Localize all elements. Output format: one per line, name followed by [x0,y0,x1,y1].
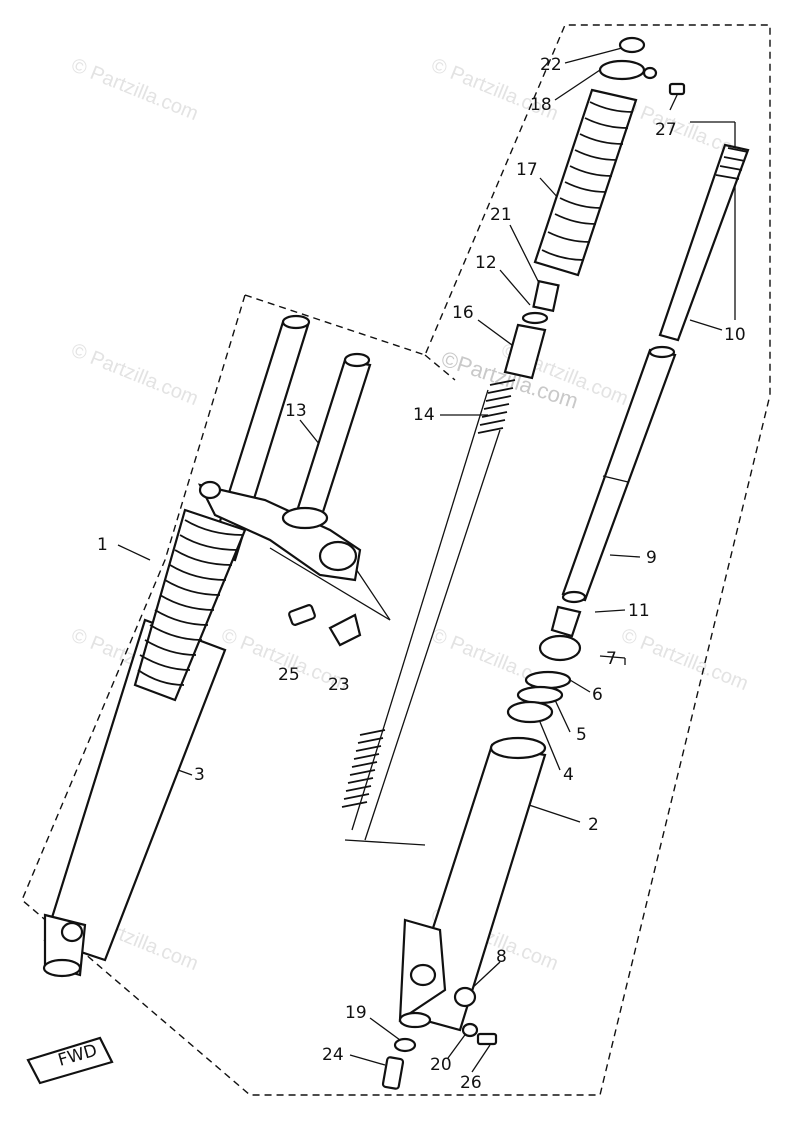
callout-labels: 22 18 27 17 21 12 16 10 13 14 1 9 11 7 6… [97,55,746,1093]
part-fork-spring [341,379,516,808]
callout-2: 2 [588,815,599,835]
callout-5: 5 [576,725,587,745]
part-inner-tube [561,345,677,604]
callout-1: 1 [97,535,108,555]
callout-3: 3 [194,765,205,785]
callout-21: 21 [490,205,512,225]
main-dashed-outline [21,24,771,1096]
callout-11: 11 [628,601,650,621]
callout-26: 26 [460,1073,482,1093]
callout-8: 8 [496,947,507,967]
part-right-fork-boot [533,88,638,277]
part-seal-stack [506,605,582,724]
part-damper-rod [658,143,750,342]
dashed-connector [424,354,456,381]
callout-9: 9 [646,548,657,568]
watermark: © Partzilla.com [68,54,201,125]
callout-18: 18 [530,95,552,115]
group-outlines [21,24,771,1096]
callout-13: 13 [285,401,307,421]
callout-6: 6 [592,685,603,705]
callout-14: 14 [413,405,435,425]
callout-23: 23 [328,675,350,695]
part-spacer-set [503,279,560,380]
part-small-hardware [381,986,498,1090]
callout-7: 7 [606,649,617,669]
callout-25: 25 [278,665,300,685]
part-clamp-23 [328,613,362,647]
callout-22: 22 [540,55,562,75]
watermark: © Partzilla.com [618,624,751,695]
part-bolt-25 [288,604,316,626]
callout-24: 24 [322,1045,344,1065]
callout-17: 17 [516,160,538,180]
callout-20: 20 [430,1055,452,1075]
callout-12: 12 [475,253,497,273]
part-outer-tube [398,736,547,1032]
part-steering-stem [197,352,372,582]
watermark: © Partzilla.com [68,339,201,410]
callout-27: 27 [655,120,677,140]
part-left-fork-boot [133,508,247,702]
part-top-cap [598,36,686,96]
watermarks: © Partzilla.com © Partzilla.com © Partzi… [68,54,751,975]
callout-4: 4 [563,765,574,785]
leader-lines [117,47,736,1073]
callout-19: 19 [345,1003,367,1023]
callout-10: 10 [724,325,746,345]
fwd-arrow: FWD [26,1036,114,1085]
callout-16: 16 [452,303,474,323]
